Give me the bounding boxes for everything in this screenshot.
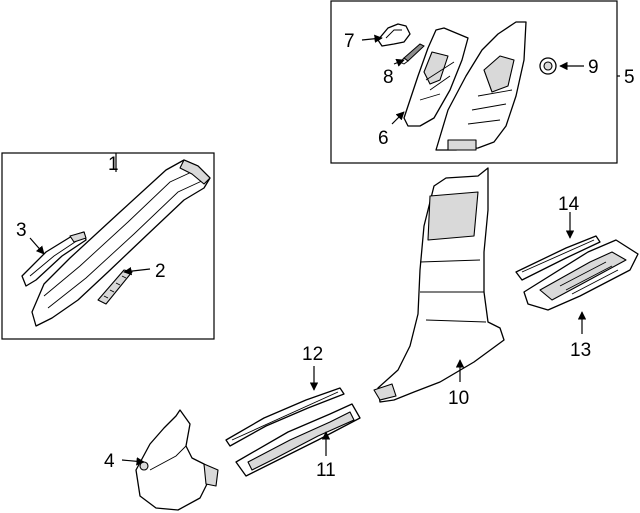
- part-scuff-strip-upper: [515, 235, 601, 281]
- part-clip-strip: [97, 269, 133, 305]
- part-sill-strip: [225, 387, 345, 447]
- part-front-scuff-plate: [235, 403, 361, 477]
- part-upper-b-pillar-trim-wide: [435, 21, 527, 151]
- part-lower-b-pillar-trim: [373, 167, 505, 403]
- callout-11: 11: [316, 460, 336, 481]
- leader-lines: [29, 34, 620, 466]
- callout-3: 3: [16, 220, 27, 241]
- callout-9: 9: [588, 57, 599, 78]
- group-box-5: [330, 0, 618, 164]
- part-assist-handle: [21, 231, 87, 287]
- part-retainer-clip: [377, 23, 411, 47]
- callout-10: 10: [448, 388, 469, 409]
- callout-2: 2: [155, 261, 166, 282]
- callout-6: 6: [378, 128, 389, 149]
- callout-13: 13: [570, 340, 591, 361]
- callout-12: 12: [302, 344, 323, 365]
- callout-1: 1: [108, 154, 119, 175]
- callout-4: 4: [104, 451, 115, 472]
- part-screw: [399, 43, 425, 65]
- part-nut: [539, 57, 557, 75]
- callout-5: 5: [624, 67, 635, 88]
- callout-8: 8: [383, 67, 394, 88]
- part-upper-b-pillar-trim-narrow: [403, 27, 469, 127]
- part-a-pillar-trim: [31, 159, 211, 327]
- callout-14: 14: [558, 194, 580, 215]
- part-rear-scuff-plate: [523, 239, 639, 311]
- group-box-1: [1, 152, 215, 340]
- part-kick-panel: [135, 409, 219, 511]
- callout-7: 7: [344, 31, 355, 52]
